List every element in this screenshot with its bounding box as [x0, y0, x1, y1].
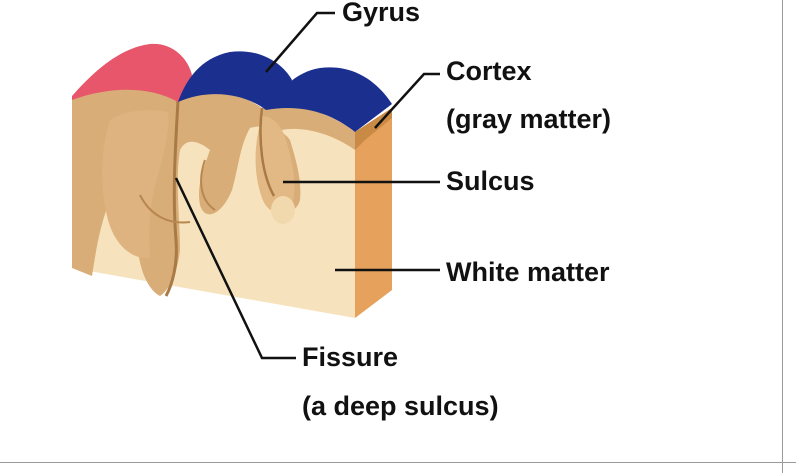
- gyrus-cap-middle: [178, 51, 292, 110]
- leader-gyrus: [265, 11, 335, 73]
- label-cortex-note: (gray matter): [446, 104, 612, 134]
- label-cortex: Cortex: [446, 56, 532, 86]
- sulcus-groove: [259, 107, 276, 197]
- gray-matter-fold-right: [255, 116, 295, 214]
- label-white-matter: White matter: [446, 257, 610, 287]
- label-fissure: Fissure: [302, 342, 399, 372]
- gyrus-cap-left: [72, 43, 192, 102]
- frame-border-bottom: [0, 462, 796, 463]
- block-side-face: [355, 108, 392, 318]
- gyrus-cap-right: [266, 67, 392, 132]
- fold-detail-2: [200, 159, 216, 211]
- sulcus-pocket: [271, 196, 295, 224]
- label-gyrus: Gyrus: [342, 0, 421, 27]
- leader-lines: [174, 11, 440, 360]
- frame-border-right: [782, 0, 783, 473]
- label-fissure-note: (a deep sulcus): [302, 391, 499, 421]
- fold-detail-1: [139, 194, 191, 224]
- leader-cortex: [374, 72, 440, 129]
- fissure-groove: [164, 99, 180, 297]
- gray-matter-fold-left: [102, 110, 169, 259]
- label-sulcus: Sulcus: [446, 166, 535, 196]
- leader-fissure: [174, 177, 296, 360]
